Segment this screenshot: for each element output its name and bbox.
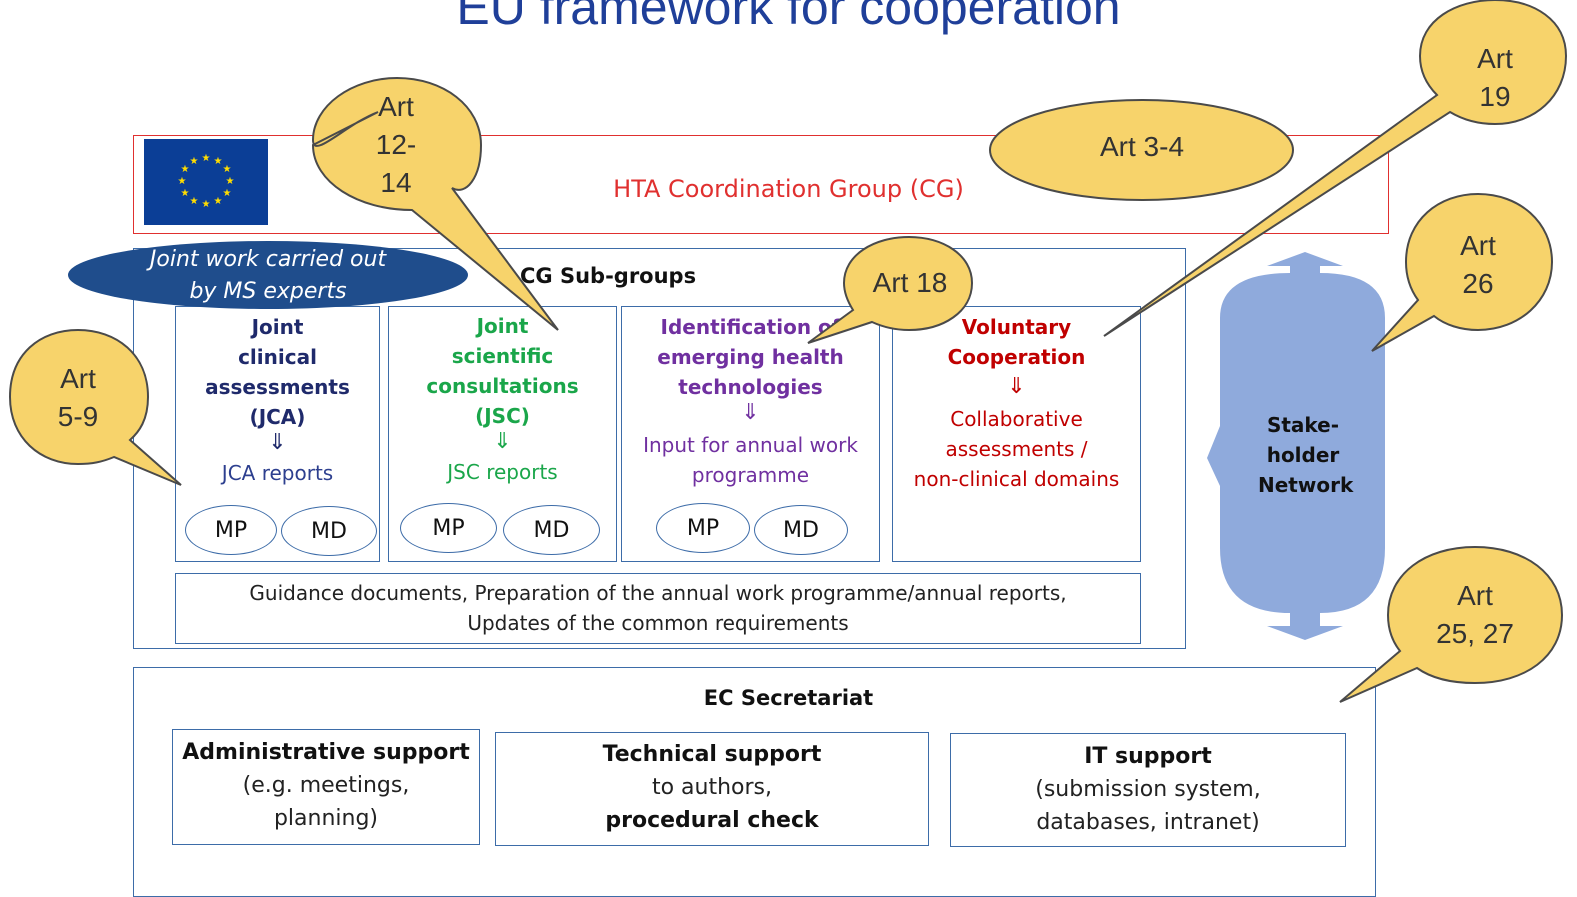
svg-text:★: ★ (202, 199, 211, 210)
svg-text:★: ★ (223, 164, 232, 175)
down-arrow-icon: ⇓ (268, 430, 287, 455)
callout-art-19 (1103, 0, 1568, 337)
administrative-support-line: (e.g. meetings, (242, 773, 410, 798)
guidance-line: Updates of the common requirements (467, 611, 849, 635)
jsc-head-line: scientific (451, 344, 554, 368)
jsc-head-line: (JSC) (475, 404, 530, 428)
stakeholder-line: Network (1258, 473, 1354, 497)
callout-line: 25, 27 (1436, 618, 1514, 649)
down-arrow-icon: ⇓ (1007, 374, 1026, 399)
jca-head-line: Joint (251, 315, 304, 339)
callout-line: Art (378, 91, 414, 122)
callout-art-12-14-label: Art 12- 14 (346, 88, 446, 202)
jca-head-line: assessments (205, 375, 350, 399)
down-arrow-icon: ⇓ (493, 429, 512, 454)
callout-line: 5-9 (57, 401, 99, 432)
subgroups-title: CG Sub-groups (520, 264, 697, 288)
jsc-head-line: consultations (426, 374, 579, 398)
callout-art-12-14 (311, 76, 559, 331)
voluntary-cooperation-column: Voluntary Cooperation ⇓ Collaborative as… (892, 306, 1141, 562)
callout-art-3-4 (988, 98, 1295, 202)
technical-support-tail: procedural check (605, 808, 819, 833)
jca-head-line: clinical (238, 345, 317, 369)
svg-text:★: ★ (202, 153, 211, 164)
ec-secretariat-title: EC Secretariat (703, 686, 874, 710)
svg-text:★: ★ (214, 196, 223, 207)
eu-flag-icon: ★★★ ★★★ ★★★ ★★★ (144, 139, 268, 225)
voluntary-head-line: Cooperation (947, 345, 1086, 369)
voluntary-output-line: Collaborative (950, 407, 1083, 431)
emerging-head-line: Identification of (660, 315, 841, 339)
it-support-line: databases, intranet) (1036, 810, 1260, 835)
technical-support-line: to authors, (651, 775, 773, 800)
svg-text:★: ★ (190, 196, 199, 207)
technical-support-head: Technical support (602, 742, 822, 767)
svg-text:★: ★ (181, 164, 190, 175)
md-badge: MD (503, 505, 600, 555)
jca-output: JCA reports (221, 461, 334, 485)
administrative-support-box: Administrative support (e.g. meetings, p… (172, 729, 480, 845)
stakeholder-double-arrow (1207, 252, 1385, 640)
administrative-support-line: planning) (273, 806, 379, 831)
callout-art-25-27 (1339, 545, 1564, 703)
emerging-head-line: technologies (678, 375, 823, 399)
callout-line: Art (1477, 43, 1513, 74)
mp-badge: MP (400, 503, 497, 553)
callout-art-26 (1371, 192, 1554, 352)
stakeholder-line: holder (1266, 443, 1340, 467)
callout-art-18 (807, 235, 974, 344)
md-badge: MD (281, 506, 377, 556)
it-support-head: IT support (1084, 744, 1212, 769)
callout-line: 12- (375, 129, 417, 160)
svg-text:★: ★ (190, 156, 199, 167)
it-support-line: (submission system, (1035, 777, 1261, 802)
jca-head-line: (JCA) (249, 405, 306, 429)
emerging-output-line: Input for annual work (643, 433, 858, 457)
svg-text:★: ★ (226, 176, 235, 187)
voluntary-output-line: non-clinical domains (913, 467, 1120, 491)
callout-art-18-label: Art 18 (872, 267, 948, 298)
callout-art-26-label: Art 26 (1428, 227, 1528, 303)
callout-line: 14 (380, 167, 412, 198)
mp-badge: MP (656, 503, 750, 553)
jsc-head-line: Joint (476, 314, 529, 338)
callout-art-5-9 (8, 328, 182, 486)
callout-art-3-4-label: Art 3-4 (1099, 131, 1185, 162)
svg-text:★: ★ (223, 188, 232, 199)
callout-line: 26 (1462, 268, 1494, 299)
svg-text:★: ★ (178, 176, 187, 187)
guidance-line: Guidance documents, Preparation of the a… (249, 581, 1067, 605)
mp-badge: MP (185, 505, 277, 555)
callout-art-19-label: Art 19 (1445, 40, 1545, 116)
voluntary-head-line: Voluntary (961, 315, 1072, 339)
joint-work-line: Joint work carried out (149, 247, 387, 272)
coordination-group-title: HTA Coordination Group (CG) (613, 175, 964, 203)
page-title: EU framework for cooperation (456, 0, 1121, 35)
md-badge: MD (754, 505, 848, 555)
it-support-box: IT support (submission system, databases… (950, 733, 1346, 847)
callout-line: Art (1460, 230, 1496, 261)
callout-art-5-9-label: Art 5-9 (28, 360, 128, 436)
emerging-head-line: emerging health (657, 345, 844, 369)
callout-art-25-27-label: Art 25, 27 (1415, 577, 1535, 653)
svg-text:★: ★ (214, 156, 223, 167)
down-arrow-icon: ⇓ (741, 400, 760, 425)
administrative-support-head: Administrative support (182, 740, 470, 765)
voluntary-output-line: assessments / (945, 437, 1088, 461)
emerging-output-line: programme (691, 463, 810, 487)
joint-work-line: by MS experts (189, 279, 347, 304)
technical-support-box: Technical support to authors, procedural… (495, 732, 929, 846)
callout-line: Art (60, 363, 96, 394)
guidance-box: Guidance documents, Preparation of the a… (175, 573, 1141, 644)
svg-text:★: ★ (181, 188, 190, 199)
stakeholder-network-label: Stake- holder Network (1258, 410, 1354, 500)
stakeholder-line: Stake- (1266, 413, 1340, 437)
callout-line: 19 (1479, 81, 1511, 112)
jsc-output: JSC reports (447, 460, 558, 484)
joint-work-ellipse: Joint work carried out by MS experts (68, 241, 468, 309)
callout-line: Art (1457, 580, 1493, 611)
